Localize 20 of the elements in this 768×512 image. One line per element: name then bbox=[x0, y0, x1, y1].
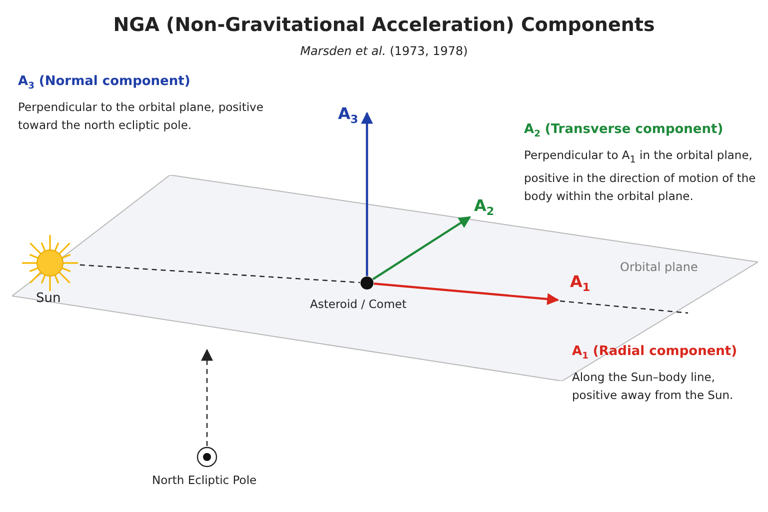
vector-label: A$_{2}$ bbox=[474, 196, 494, 218]
vector-label: A$_{3}$ bbox=[338, 104, 358, 126]
component-heading: A$_{3}$ (Normal component) bbox=[18, 74, 190, 92]
arrow bbox=[201, 348, 213, 446]
body-label: Asteroid / Comet bbox=[310, 297, 406, 311]
component-heading: A$_{1}$ (Radial component) bbox=[572, 344, 738, 362]
caption: Marsden et al. (1973, 1978) bbox=[299, 44, 469, 58]
title: NGA (Non-Gravitational Acceleration) Components bbox=[112, 14, 656, 36]
body-label: North Ecliptic Pole bbox=[152, 473, 257, 487]
component-heading: A$_{2}$ (Transverse component) bbox=[524, 122, 724, 140]
arrow bbox=[372, 216, 471, 280]
description-text: Perpendicular to A$_{1}$ in the orbital plane, positive in the direction of motion of the body within the orbital plane. bbox=[524, 147, 757, 206]
vector-label: A$_{1}$ bbox=[570, 272, 590, 294]
description-text: Perpendicular to the orbital plane, positive toward the north ecliptic pole. bbox=[18, 99, 264, 134]
plane-label: Orbital plane bbox=[620, 260, 698, 274]
body-label: Sun bbox=[36, 291, 61, 306]
arrow bbox=[361, 112, 373, 276]
connector-line bbox=[80, 264, 360, 284]
arrow bbox=[374, 282, 560, 306]
description-text: Along the Sun–body line, positive away from the Sun. bbox=[572, 369, 734, 404]
